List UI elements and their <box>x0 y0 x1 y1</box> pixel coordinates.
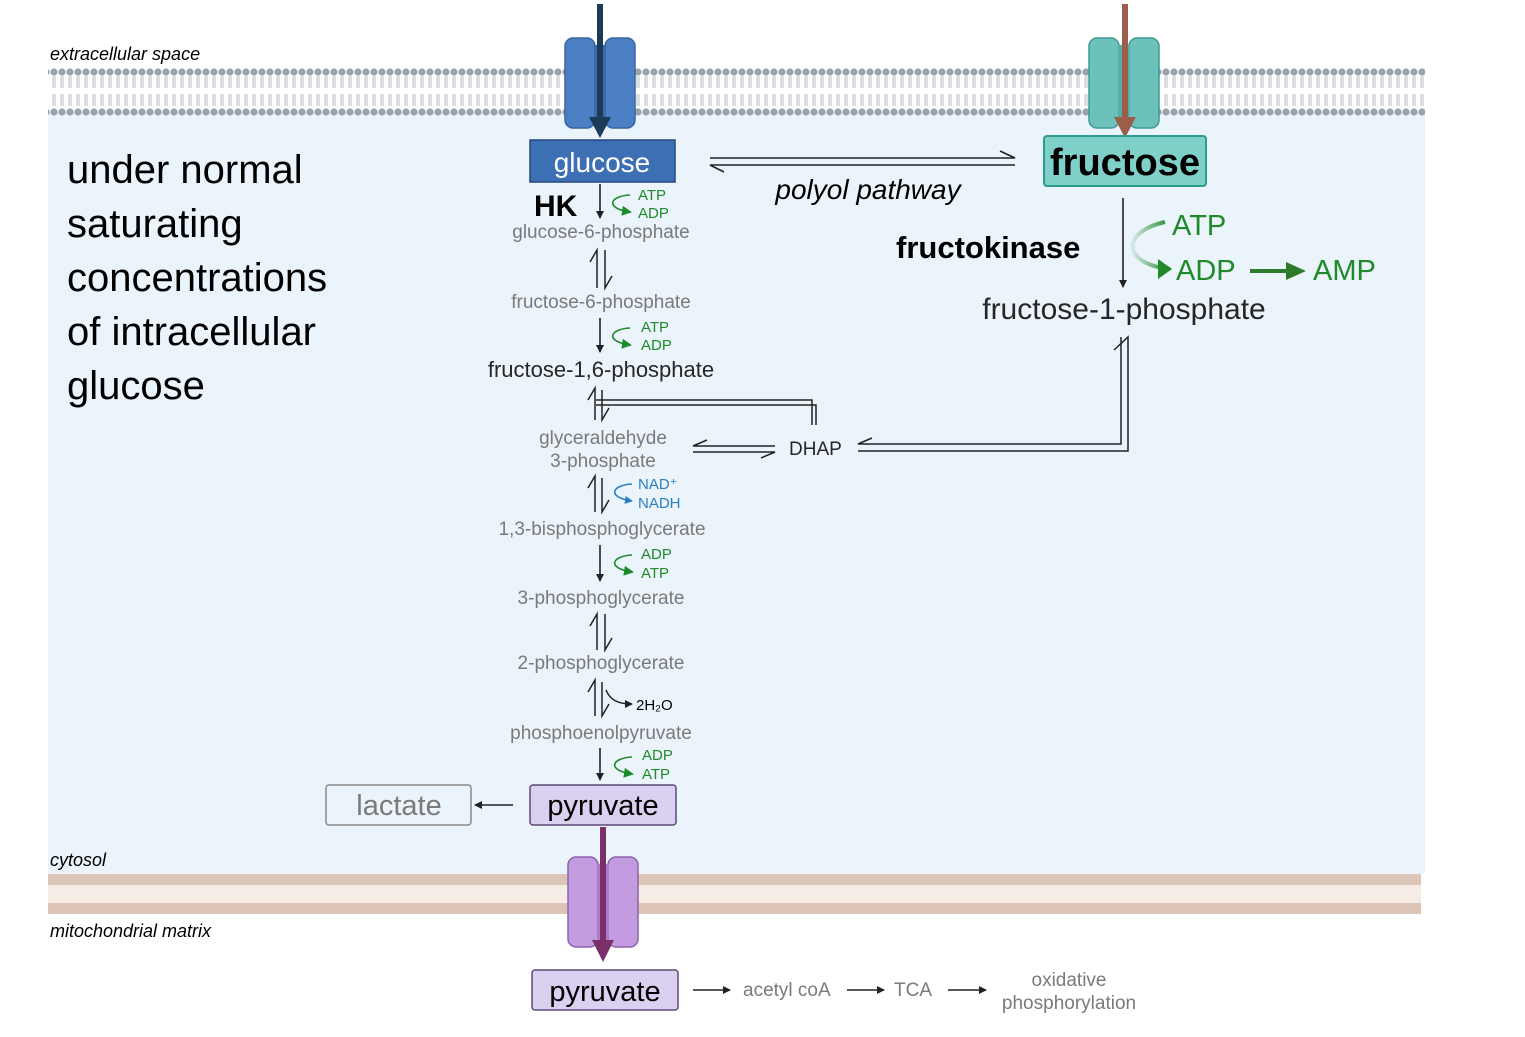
pep-label: phosphoenolpyruvate <box>510 723 692 744</box>
mitochondrial-membrane <box>48 874 1421 914</box>
tca-label: TCA <box>894 980 932 1001</box>
hk-label: HK <box>534 190 578 223</box>
pg3-label: 3-phosphoglycerate <box>518 588 685 609</box>
svg-text:concentrations: concentrations <box>67 256 327 300</box>
gap-label-1: glyceraldehyde <box>539 428 667 449</box>
water-label: 2H₂O <box>636 697 673 714</box>
polyol-pathway-label: polyol pathway <box>774 174 962 205</box>
nadh-label: NADH <box>638 495 681 512</box>
pgm-reversible-arrow <box>589 611 613 653</box>
pfk-adp: ADP <box>641 337 672 354</box>
fructose-transporter-icon <box>1088 4 1160 138</box>
aldolase-arrows <box>587 385 817 425</box>
svg-text:pyruvate: pyruvate <box>549 976 660 1008</box>
pgk-atp: ATP <box>641 565 669 582</box>
fructose-node: fructose <box>1043 135 1207 187</box>
enolase-water-arrow <box>605 689 633 708</box>
glucose-transporter-icon <box>564 4 636 138</box>
polyol-pathway-arrows <box>709 150 1016 173</box>
fructokinase-label: fructokinase <box>896 230 1080 265</box>
glucose-node: glucose <box>529 139 676 183</box>
hk-atp: ATP <box>638 187 666 204</box>
svg-text:of intracellular: of intracellular <box>67 310 316 354</box>
g6p-label: glucose-6-phosphate <box>512 222 689 243</box>
oxphos-label-1: oxidative <box>1032 970 1107 991</box>
pfk-atp: ATP <box>641 319 669 336</box>
svg-text:pyruvate: pyruvate <box>547 790 658 822</box>
pgk-adp: ADP <box>641 546 672 563</box>
hk-cofactor-arrow <box>611 194 632 216</box>
svg-text:glucose: glucose <box>554 147 651 178</box>
nad-label: NAD⁺ <box>638 476 678 493</box>
svg-text:under normal: under normal <box>67 148 303 192</box>
pgk-cofactor-arrow <box>613 554 634 576</box>
pk-cofactor-arrow <box>613 756 634 778</box>
cofactor-arrowhead <box>1158 259 1172 279</box>
fructokinase-atp: ATP <box>1172 210 1226 242</box>
oxphos-label-2: phosphorylation <box>1002 993 1136 1014</box>
adp-to-amp-arrow <box>1250 262 1306 280</box>
dhap-label: DHAP <box>789 439 842 460</box>
amp-label: AMP <box>1313 255 1376 287</box>
f6p-label: fructose-6-phosphate <box>511 292 691 313</box>
acetyl-coa-label: acetyl coA <box>743 980 831 1001</box>
pk-adp: ADP <box>642 747 673 764</box>
pyruvate-cytosol-node: pyruvate <box>529 784 677 826</box>
plasma-membrane <box>48 67 1425 117</box>
bpg-label: 1,3-bisphosphoglycerate <box>498 519 705 540</box>
pyruvate-mito-node: pyruvate <box>531 969 679 1011</box>
fructokinase-adp: ADP <box>1176 255 1236 287</box>
pg2-label: 2-phosphoglycerate <box>518 653 685 674</box>
cytosol-label: cytosol <box>50 850 107 870</box>
g6p-f6p-reversible-arrow <box>589 247 613 291</box>
tpi-reversible-arrow <box>692 439 776 459</box>
fructokinase-cofactor-arrow <box>1130 220 1171 271</box>
f1p-label: fructose-1-phosphate <box>982 293 1266 326</box>
svg-text:saturating: saturating <box>67 202 243 246</box>
extracellular-label: extracellular space <box>50 44 200 64</box>
cytosol-region <box>48 112 1425 874</box>
lactate-node: lactate <box>325 784 472 826</box>
svg-text:glucose: glucose <box>67 364 205 408</box>
pk-atp: ATP <box>642 766 670 783</box>
pyruvate-carrier-icon <box>567 827 639 962</box>
condition-note: under normal saturating concentrations o… <box>67 148 327 408</box>
svg-text:lactate: lactate <box>356 790 441 822</box>
enolase-reversible-arrow <box>587 677 610 719</box>
gapdh-cofactor-arrow <box>613 483 633 504</box>
hk-adp: ADP <box>638 205 669 222</box>
matrix-label: mitochondrial matrix <box>50 921 212 941</box>
svg-text:fructose: fructose <box>1050 142 1200 184</box>
gapdh-reversible-arrow <box>587 473 610 515</box>
gap-label-2: 3-phosphate <box>550 451 656 472</box>
f16bp-label: fructose-1,6-phosphate <box>488 357 714 382</box>
aldolase-b-arrows <box>857 335 1129 452</box>
pfk-cofactor-arrow <box>611 327 632 349</box>
